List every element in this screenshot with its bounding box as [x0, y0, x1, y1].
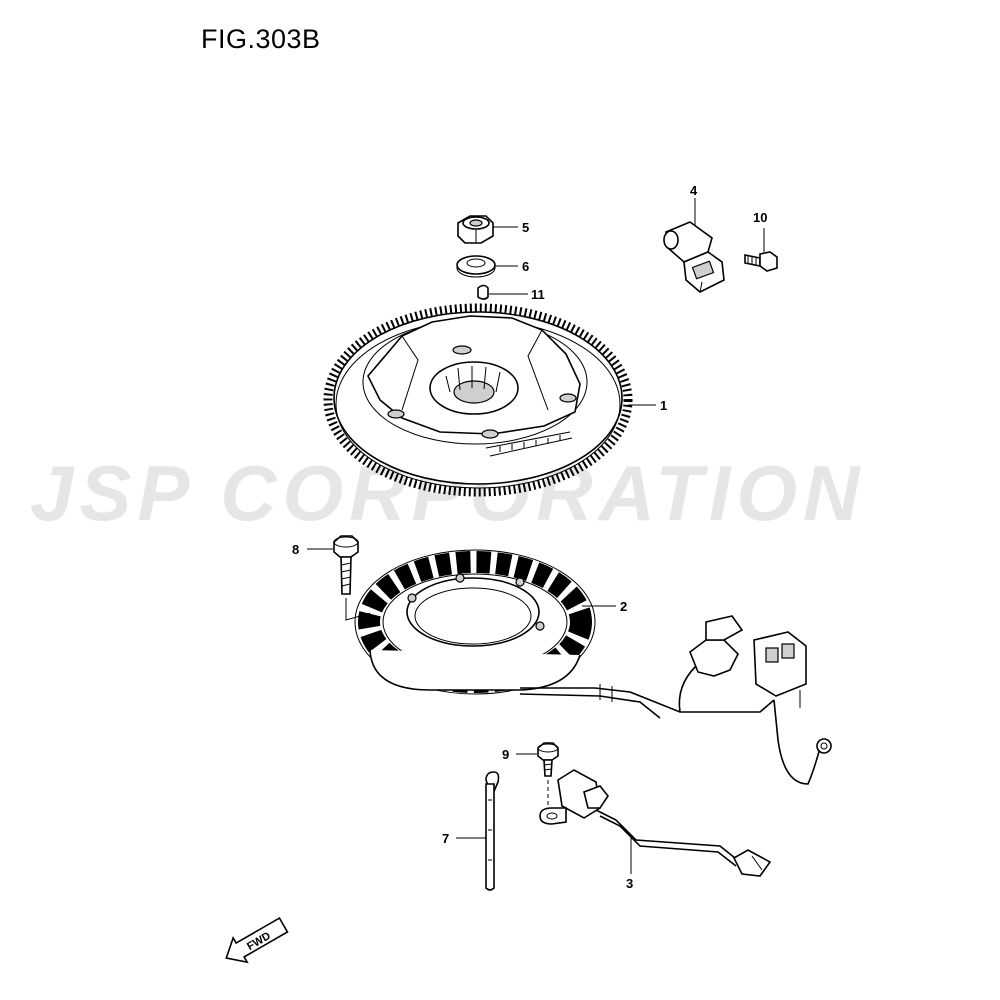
fwd-arrow-icon: FWD [225, 916, 289, 964]
callout-9: 9 [502, 747, 509, 762]
callout-1: 1 [660, 398, 667, 413]
cable-tie-icon [485, 771, 500, 891]
bolt-icon [744, 251, 778, 272]
callout-10: 10 [753, 210, 767, 225]
callout-8: 8 [292, 542, 299, 557]
bolt-icon [537, 742, 559, 777]
flywheel-icon [323, 303, 633, 497]
callout-5: 5 [522, 220, 529, 235]
pulser-coil-icon [539, 769, 772, 877]
figure-title: FIG.303B [201, 24, 321, 54]
callout-4: 4 [690, 183, 698, 198]
key-icon [477, 284, 489, 300]
stator-coil-icon [354, 549, 832, 785]
nut-icon [457, 215, 494, 244]
washer-icon [456, 255, 496, 278]
bolt-icon [333, 535, 359, 595]
callout-6: 6 [522, 259, 529, 274]
callout-3: 3 [626, 876, 633, 891]
callout-11: 11 [531, 287, 545, 302]
fwd-label: FWD [245, 930, 273, 953]
callout-7: 7 [442, 831, 449, 846]
crank-position-sensor-icon [663, 200, 725, 293]
callout-2: 2 [620, 599, 627, 614]
